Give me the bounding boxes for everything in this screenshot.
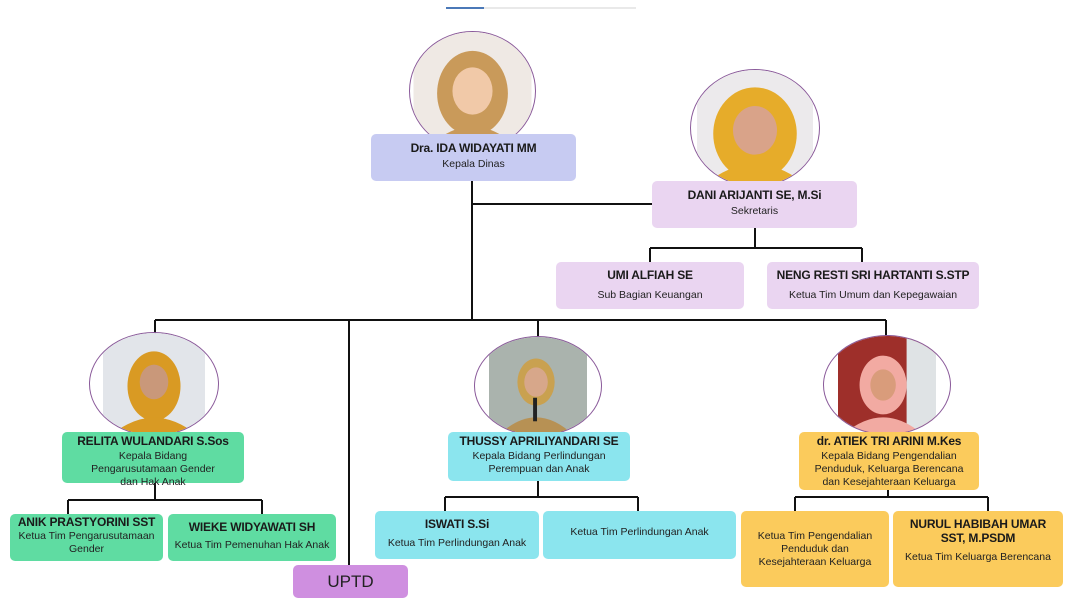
node-name: DANI ARIJANTI SE, M.Si [687,188,822,202]
top-progress-fill [446,7,484,9]
person-portrait-icon [838,336,936,434]
node-role: Kepala Bidang Pengendalian Penduduk, Kel… [814,450,964,488]
node-role: Ketua Tim Pengendalian Penduduk dan Kese… [757,529,873,568]
node-team-family-planning: NURUL HABIBAH UMAR SST, M.PSDM Ketua Tim… [893,511,1063,587]
node-team-protection-2: Ketua Tim Perlindungan Anak [543,511,736,559]
node-role: Kepala Dinas [442,158,505,170]
node-name: Dra. IDA WIDAYATI MM [410,141,537,155]
node-role: Ketua Tim Perlindungan Anak [387,537,527,549]
node-role: Sekretaris [730,205,779,217]
node-head: Dra. IDA WIDAYATI MM Kepala Dinas [371,134,576,181]
node-finance: UMI ALFIAH SE Sub Bagian Keuangan [556,262,744,309]
uptd-label: UPTD [327,571,374,591]
connector-protection-teams [444,481,639,511]
node-role: Ketua Tim Umum dan Kepegawaian [788,289,958,301]
node-team-child-rights: WIEKE WIDYAWATI SH Ketua Tim Pemenuhan H… [168,514,336,561]
photo-protection [474,336,602,436]
node-name: UMI ALFIAH SE [607,268,693,282]
node-name: dr. ATIEK TRI ARINI M.Kes [816,434,962,448]
connector-secretary-split [649,247,863,262]
node-name: ANIK PRASTYORINI SST [17,515,156,529]
node-role: Kepala Bidang Perlindungan Perempuan dan… [472,450,606,475]
node-uptd: UPTD [293,565,408,598]
node-name: NENG RESTI SRI HARTANTI S.STP [776,268,970,282]
node-population: dr. ATIEK TRI ARINI M.Kes Kepala Bidang … [799,432,979,490]
person-portrait-icon [489,337,587,435]
node-general: NENG RESTI SRI HARTANTI S.STP Ketua Tim … [767,262,979,309]
node-role: Sub Bagian Keuangan [597,289,703,301]
node-role: Ketua Tim Pengarusutamaan Gender [18,530,155,555]
photo-head [409,31,536,151]
node-name: WIEKE WIDYAWATI SH [188,520,316,534]
node-name: THUSSY APRILIYANDARI SE [459,434,619,448]
node-role: Ketua Tim Keluarga Berencana [905,551,1051,563]
node-team-population: Ketua Tim Pengendalian Penduduk dan Kese… [741,511,889,587]
node-role: Ketua Tim Pemenuhan Hak Anak [174,539,330,551]
connector-population-teams [794,490,989,511]
top-progress-bar [446,7,636,9]
photo-gender [89,332,219,436]
node-name: RELITA WULANDARI S.Sos [77,434,229,448]
person-portrait-icon [103,333,205,435]
node-name: NURUL HABIBAH UMAR SST, M.PSDM [909,517,1047,545]
connector-gender-teams [67,483,263,514]
photo-secretary [690,69,820,187]
node-team-gender: ANIK PRASTYORINI SST Ketua Tim Pengarusu… [10,514,163,561]
node-secretary: DANI ARIJANTI SE, M.Si Sekretaris [652,181,857,228]
node-gender: RELITA WULANDARI S.Sos Kepala Bidang Pen… [62,432,244,488]
node-protection: THUSSY APRILIYANDARI SE Kepala Bidang Pe… [448,432,630,481]
node-name: ISWATI S.Si [424,517,490,531]
node-team-protection-1: ISWATI S.Si Ketua Tim Perlindungan Anak [375,511,539,559]
person-portrait-icon [413,32,532,150]
node-role: Kepala Bidang Pengarusutamaan Gender dan… [91,450,215,488]
node-role: Ketua Tim Perlindungan Anak [570,525,709,538]
person-portrait-icon [697,70,813,186]
photo-population [823,335,951,435]
